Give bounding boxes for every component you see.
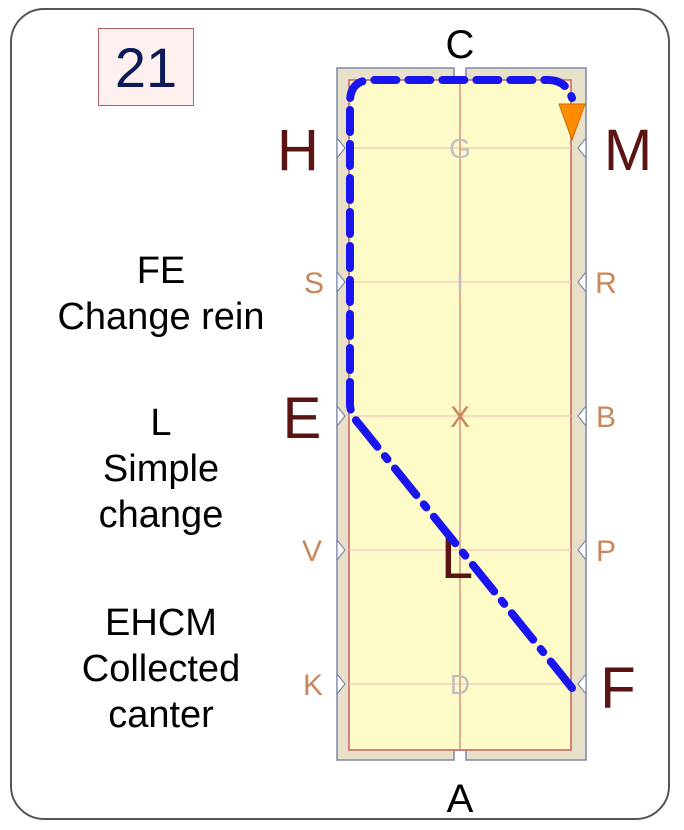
- movement-2-line-3: change: [98, 494, 224, 536]
- movement-description-3: EHCM Collected canter: [16, 600, 306, 738]
- letter-f: F: [600, 656, 635, 721]
- letter-c: C: [446, 23, 475, 67]
- marker-notches: [336, 136, 587, 696]
- letter-i: I: [456, 267, 464, 298]
- test-number: 21: [114, 35, 178, 99]
- letter-a: A: [447, 777, 474, 821]
- letter-b: B: [596, 401, 616, 434]
- movement-2-line-1: L: [150, 402, 172, 444]
- letter-r: R: [595, 267, 617, 300]
- test-number-badge: 21: [98, 28, 194, 106]
- letter-h: H: [277, 118, 319, 183]
- letter-g: G: [449, 133, 471, 164]
- path-fe-diagonal: [346, 400, 576, 692]
- path-ehcm: [346, 76, 576, 408]
- movement-3-line-3: canter: [108, 694, 214, 736]
- letter-d: D: [450, 669, 470, 700]
- movement-1-line-1: FE: [136, 250, 186, 292]
- movement-3-line-2: Collected: [81, 648, 241, 690]
- letter-e: E: [283, 386, 322, 451]
- movement-description-1: FE Change rein: [16, 248, 306, 340]
- letter-s: S: [304, 267, 324, 300]
- letter-p: P: [596, 535, 616, 568]
- letter-k: K: [303, 669, 323, 702]
- letter-v: V: [302, 535, 322, 568]
- letter-x: X: [450, 401, 470, 434]
- movement-2-line-2: Simple: [102, 448, 220, 490]
- movement-3-line-1: EHCM: [105, 602, 217, 644]
- letter-m: M: [604, 118, 652, 183]
- direction-arrow: [558, 103, 586, 142]
- movement-description-2: L Simple change: [16, 400, 306, 538]
- movement-1-line-2: Change rein: [57, 296, 265, 338]
